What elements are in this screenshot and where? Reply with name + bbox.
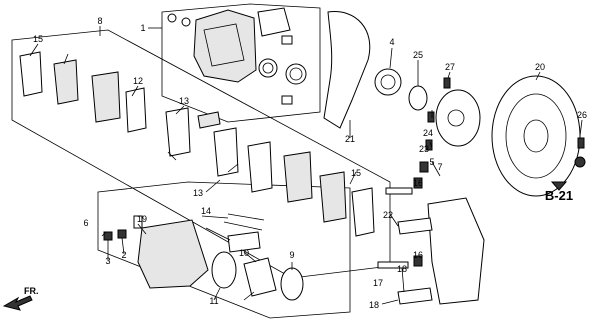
part-label-20: 20 [535,62,545,72]
part-label-5: 5 [429,157,434,167]
part-label-17: 17 [373,278,383,288]
part-label-26: 26 [577,110,587,120]
caliper-bracket [377,161,485,305]
part-label-23: 23 [419,144,429,154]
group-box-1 [161,3,321,123]
part-label-8: 8 [97,16,102,26]
part-label-18: 18 [397,264,407,274]
part-label-25: 25 [413,50,423,60]
caliper-assembly-top [167,7,307,105]
down-arrow-icon [550,181,568,191]
part-label-22: 22 [383,210,393,220]
part-label-6: 6 [83,218,88,228]
part-label-11: 11 [209,296,218,306]
part-label-12: 12 [133,76,143,86]
part-label-2: 2 [121,250,126,260]
screw-26 [577,137,585,149]
part-number-labels: 1234567891011121313141515161617181819202… [33,16,587,310]
caliper-assembly-bottom [103,213,304,301]
part-label-14: 14 [201,206,211,216]
snap-ring [408,85,428,111]
part-label-7: 7 [437,162,442,172]
part-label-9: 9 [289,250,294,260]
leader-lines [29,26,583,305]
part-label-1: 1 [140,23,145,33]
part-label-3: 3 [105,256,110,266]
bearing [374,68,402,96]
pad-set [19,51,375,237]
part-label-10: 10 [239,248,249,258]
part-label-21: 21 [345,134,355,144]
part-label-24: 24 [423,128,433,138]
hub [435,89,481,147]
part-label-16: 16 [413,250,423,260]
bolt-27 [443,77,451,89]
part-label-4: 4 [389,37,394,47]
part-label-15: 15 [351,168,361,178]
part-label-16: 16 [413,178,423,188]
part-label-18: 18 [369,300,379,310]
part-label-27: 27 [445,62,455,72]
part-label-15: 15 [33,34,43,44]
group-box-6 [97,181,351,319]
front-arrow-icon [2,295,33,311]
part-label-19: 19 [137,214,147,224]
reference-code: B-21 [545,188,573,203]
front-label: FR. [24,286,39,296]
part-label-13: 13 [179,96,189,106]
part-label-13: 13 [193,188,203,198]
splash-shield [323,11,371,129]
